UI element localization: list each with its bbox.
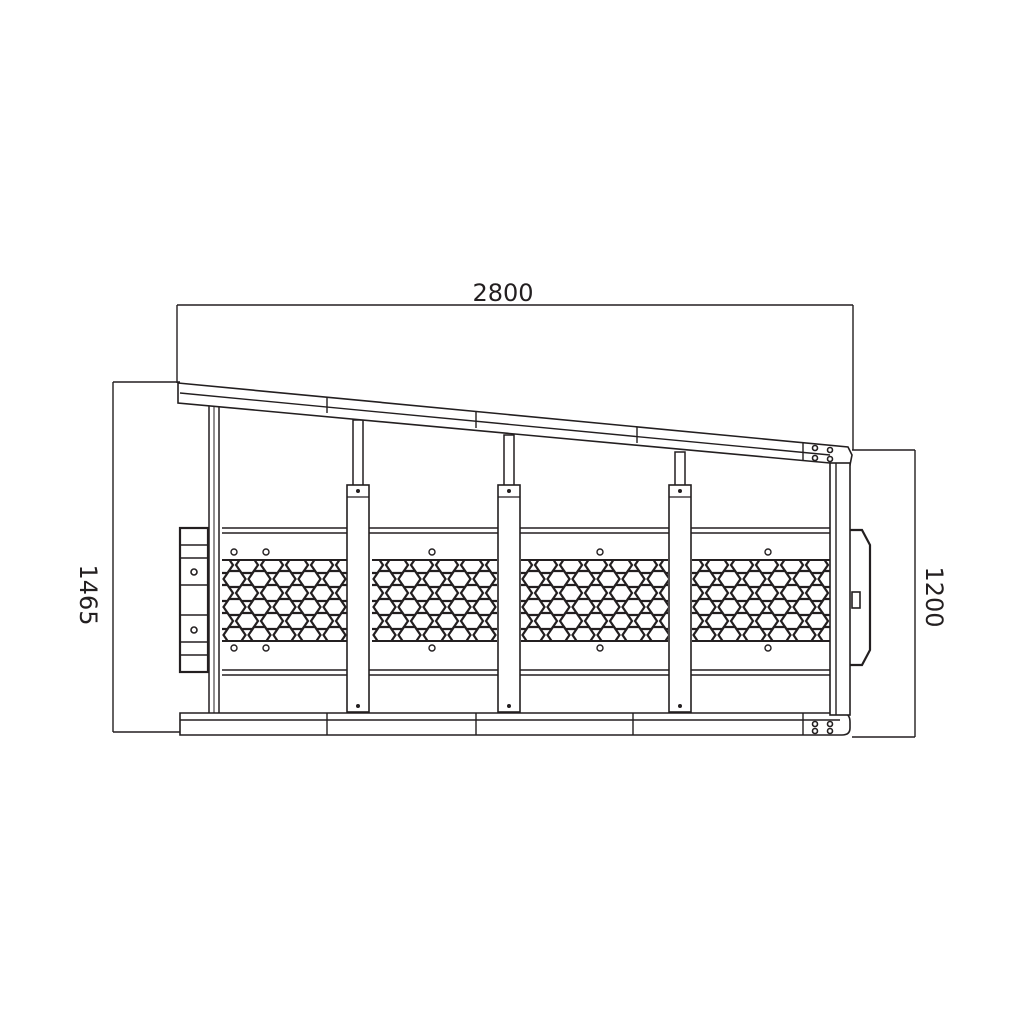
mesh-cell — [521, 625, 546, 642]
mesh-cell — [692, 625, 717, 642]
bolt-hole — [230, 548, 238, 556]
tray-frame — [222, 527, 832, 676]
mesh-cell — [472, 625, 497, 642]
bolt-hole — [764, 548, 772, 556]
mesh-cell — [646, 625, 668, 642]
mesh-cell — [372, 583, 385, 603]
mesh-cell — [247, 625, 272, 642]
top-rail — [177, 382, 853, 466]
right-end-frame — [829, 462, 872, 716]
mesh-cell — [521, 611, 534, 631]
post-bolt — [678, 704, 682, 708]
left-end-bracket — [178, 526, 210, 674]
mesh-cell — [692, 560, 705, 575]
mesh-cell — [717, 625, 742, 642]
mesh-segment — [372, 560, 497, 642]
dimension-depth-label: 1200 — [920, 566, 948, 627]
support-post — [497, 484, 521, 713]
bolt-hole — [596, 644, 604, 652]
mesh-cell — [596, 625, 621, 642]
mesh-cell — [397, 625, 422, 642]
mesh-cell — [186, 585, 208, 601]
mesh-cell — [742, 625, 767, 642]
mesh-cell — [222, 583, 235, 603]
post-bolt — [356, 704, 360, 708]
mesh-cell — [692, 611, 705, 631]
dimension-height: 1465 — [74, 381, 180, 733]
support-posts — [208, 402, 692, 716]
bolt-holes — [230, 548, 772, 652]
mesh-cell — [372, 611, 385, 631]
mesh-cell — [222, 560, 235, 575]
mesh-cell — [422, 625, 447, 642]
bolt-hole — [428, 548, 436, 556]
mesh-cell — [571, 625, 596, 642]
dimension-height-label: 1465 — [74, 564, 102, 625]
mesh-cell — [521, 560, 534, 575]
mesh-segment — [521, 560, 668, 642]
bolt-hole — [596, 548, 604, 556]
support-post — [668, 484, 692, 713]
mesh-cell — [372, 625, 397, 642]
post-bolt — [507, 489, 511, 493]
hex-mesh — [186, 559, 830, 642]
post-bolt — [507, 704, 511, 708]
bolt-hole — [262, 548, 270, 556]
bolt-hole — [262, 644, 270, 652]
mesh-cell — [372, 560, 385, 575]
mesh-cell — [621, 625, 646, 642]
bolt-hole — [230, 644, 238, 652]
dimension-depth: 1200 — [852, 449, 948, 738]
dimension-width-label: 2800 — [472, 279, 533, 307]
mesh-segment — [186, 560, 348, 642]
mesh-cell — [817, 625, 830, 642]
post-bolt — [678, 489, 682, 493]
mesh-cell — [521, 583, 534, 603]
mesh-cell — [546, 625, 571, 642]
mesh-cell — [272, 625, 297, 642]
bolt-hole — [764, 644, 772, 652]
mesh-cell — [222, 625, 247, 642]
bottom-rail — [179, 712, 851, 736]
mesh-cell — [447, 625, 472, 642]
mesh-segment — [692, 560, 830, 642]
mesh-cell — [792, 625, 817, 642]
post-upper-tube — [352, 419, 364, 491]
mesh-cell — [692, 583, 705, 603]
support-post — [346, 484, 370, 713]
dimension-width: 2800 — [176, 279, 854, 450]
mesh-cell — [222, 611, 235, 631]
bolt-hole — [428, 644, 436, 652]
mesh-cell — [322, 625, 347, 642]
mesh-cell — [297, 625, 322, 642]
post-bolt — [356, 489, 360, 493]
mesh-cell — [767, 625, 792, 642]
